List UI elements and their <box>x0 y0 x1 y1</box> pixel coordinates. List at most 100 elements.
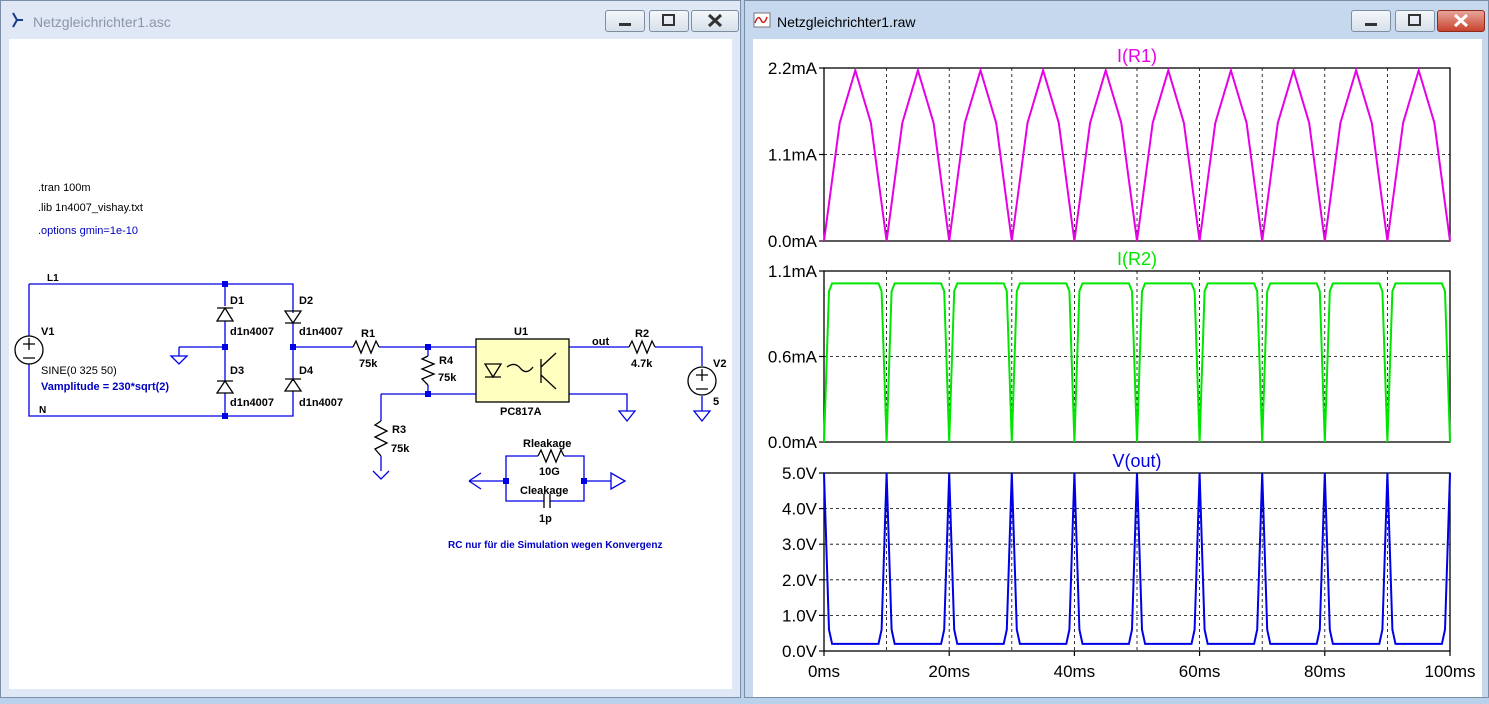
wires <box>28 283 703 502</box>
resistor-r2 <box>628 339 656 355</box>
waveform-plot[interactable]: 0.0mA 1.1mA 2.2mA I(R1) 0.0mA 0.6mA 1.1mA I(R2… <box>753 39 1484 699</box>
y-tick-label-ir2: 1.1mA <box>768 262 818 281</box>
minimize-button[interactable] <box>605 10 645 32</box>
model-d3: d1n4007 <box>230 397 274 409</box>
close-button[interactable] <box>1437 10 1485 32</box>
minimize-icon <box>619 23 631 26</box>
plot-pane-ir2[interactable]: 0.0mA 0.6mA 1.1mA I(R2) <box>768 249 1451 452</box>
source-v2[interactable] <box>687 366 717 396</box>
capacitor-cleakage <box>543 494 551 508</box>
label-r2: R2 <box>635 328 649 340</box>
minimize-button[interactable] <box>1351 10 1391 32</box>
param-v1: Vamplitude = 230*sqrt(2) <box>41 381 169 393</box>
trace-vout[interactable] <box>823 472 1451 645</box>
y-tick-label-ir2: 0.6mA <box>768 348 818 367</box>
model-d1: d1n4007 <box>230 326 274 338</box>
maximize-icon <box>662 14 675 26</box>
directive-lib[interactable]: .lib 1n4007_vishay.txt <box>38 202 143 214</box>
label-v1: V1 <box>41 326 54 338</box>
model-d2: d1n4007 <box>299 326 343 338</box>
waveform-window: Netzgleichrichter1.raw 0.0mA 1.1mA 2.2mA I(… <box>744 0 1489 698</box>
label-cleakage: Cleakage <box>520 485 568 497</box>
trace-title-ir2[interactable]: I(R2) <box>1117 249 1157 269</box>
label-d1: D1 <box>230 295 244 307</box>
value-cleakage: 1p <box>539 513 552 525</box>
directive-tran[interactable]: .tran 100m <box>38 182 91 194</box>
label-r3: R3 <box>392 424 406 436</box>
diode-d3 <box>215 379 235 394</box>
x-tick-label: 0ms <box>808 662 840 681</box>
ground-symbol <box>617 410 637 423</box>
value-r3: 75k <box>391 443 410 455</box>
maximize-icon <box>1408 14 1421 26</box>
value-r4: 75k <box>438 372 457 384</box>
waveform-icon <box>753 12 771 28</box>
value-r2: 4.7k <box>631 358 653 370</box>
trace-title-vout[interactable]: V(out) <box>1112 451 1161 471</box>
netlabel-l1: L1 <box>47 273 59 284</box>
junctions <box>222 281 587 484</box>
minimize-icon <box>1365 23 1377 26</box>
resistor-r3 <box>373 420 389 457</box>
schematic-title: Netzgleichrichter1.asc <box>33 14 171 30</box>
x-tick-label: 20ms <box>928 662 970 681</box>
value-v1: SINE(0 325 50) <box>41 365 117 377</box>
resistor-r4 <box>420 355 436 386</box>
label-v2: V2 <box>713 358 726 370</box>
y-tick-label-vout: 2.0V <box>782 571 818 590</box>
close-icon <box>707 13 723 28</box>
ground-symbol <box>372 470 390 480</box>
waveform-titlebar[interactable]: Netzgleichrichter1.raw <box>745 1 1488 39</box>
trace-ir2[interactable] <box>823 282 1451 443</box>
schematic-titlebar[interactable]: Netzgleichrichter1.asc <box>1 1 740 39</box>
label-u1: U1 <box>514 326 528 338</box>
y-tick-label-vout: 0.0V <box>782 642 818 661</box>
plot-area[interactable]: 0.0mA 1.1mA 2.2mA I(R1) 0.0mA 0.6mA 1.1mA I(R2… <box>753 39 1482 697</box>
y-tick-label-vout: 1.0V <box>782 606 818 625</box>
trace-title-ir1[interactable]: I(R1) <box>1117 46 1157 66</box>
resistor-r1 <box>352 339 380 355</box>
ground-symbol <box>169 355 189 365</box>
close-icon <box>1453 13 1469 28</box>
netlabel-out: out <box>592 336 609 348</box>
label-r4: R4 <box>439 355 454 367</box>
diode-d1 <box>215 306 235 322</box>
model-u1: PC817A <box>500 406 542 418</box>
x-tick-label: 100ms <box>1424 662 1475 681</box>
comment-text[interactable]: RC nur für die Simulation wegen Konverge… <box>448 540 662 551</box>
directive-options[interactable]: .options gmin=1e-10 <box>38 225 138 237</box>
label-d4: D4 <box>299 365 314 377</box>
y-tick-label-vout: 4.0V <box>782 500 818 519</box>
plot-pane-vout[interactable]: 0.0V1.0V2.0V3.0V4.0V5.0VV(out) <box>782 451 1451 661</box>
label-r1: R1 <box>361 328 375 340</box>
diode-d4 <box>283 377 303 392</box>
schematic-canvas[interactable]: .tran 100m .lib 1n4007_vishay.txt .optio… <box>9 39 732 689</box>
schematic-drawing[interactable]: .tran 100m .lib 1n4007_vishay.txt .optio… <box>9 39 734 691</box>
model-d4: d1n4007 <box>299 397 343 409</box>
ground-symbol <box>692 410 712 423</box>
time-axis-labels: 0ms 20ms 40ms 60ms 80ms 100ms <box>808 651 1476 681</box>
y-tick-label-ir1: 2.2mA <box>768 59 818 78</box>
label-d2: D2 <box>299 295 313 307</box>
optocoupler-u1[interactable] <box>475 338 570 403</box>
y-tick-label-ir2: 0.0mA <box>768 433 818 452</box>
waveform-title: Netzgleichrichter1.raw <box>777 14 916 30</box>
maximize-button[interactable] <box>649 10 689 32</box>
trace-ir1[interactable] <box>823 66 1451 242</box>
label-d3: D3 <box>230 365 244 377</box>
y-tick-label-vout: 5.0V <box>782 464 818 483</box>
x-tick-label: 40ms <box>1054 662 1096 681</box>
maximize-button[interactable] <box>1395 10 1435 32</box>
x-tick-label: 80ms <box>1304 662 1346 681</box>
value-v2: 5 <box>713 396 719 408</box>
source-v1[interactable] <box>14 335 44 365</box>
label-rleakage: Rleakage <box>523 438 571 450</box>
x-tick-label: 60ms <box>1179 662 1221 681</box>
diode-d2 <box>283 310 303 325</box>
netlabel-n: N <box>39 405 46 416</box>
ground-symbol <box>610 471 627 491</box>
close-button[interactable] <box>691 10 739 32</box>
ltspice-schematic-icon <box>12 12 23 28</box>
resistor-rleakage <box>537 448 565 464</box>
